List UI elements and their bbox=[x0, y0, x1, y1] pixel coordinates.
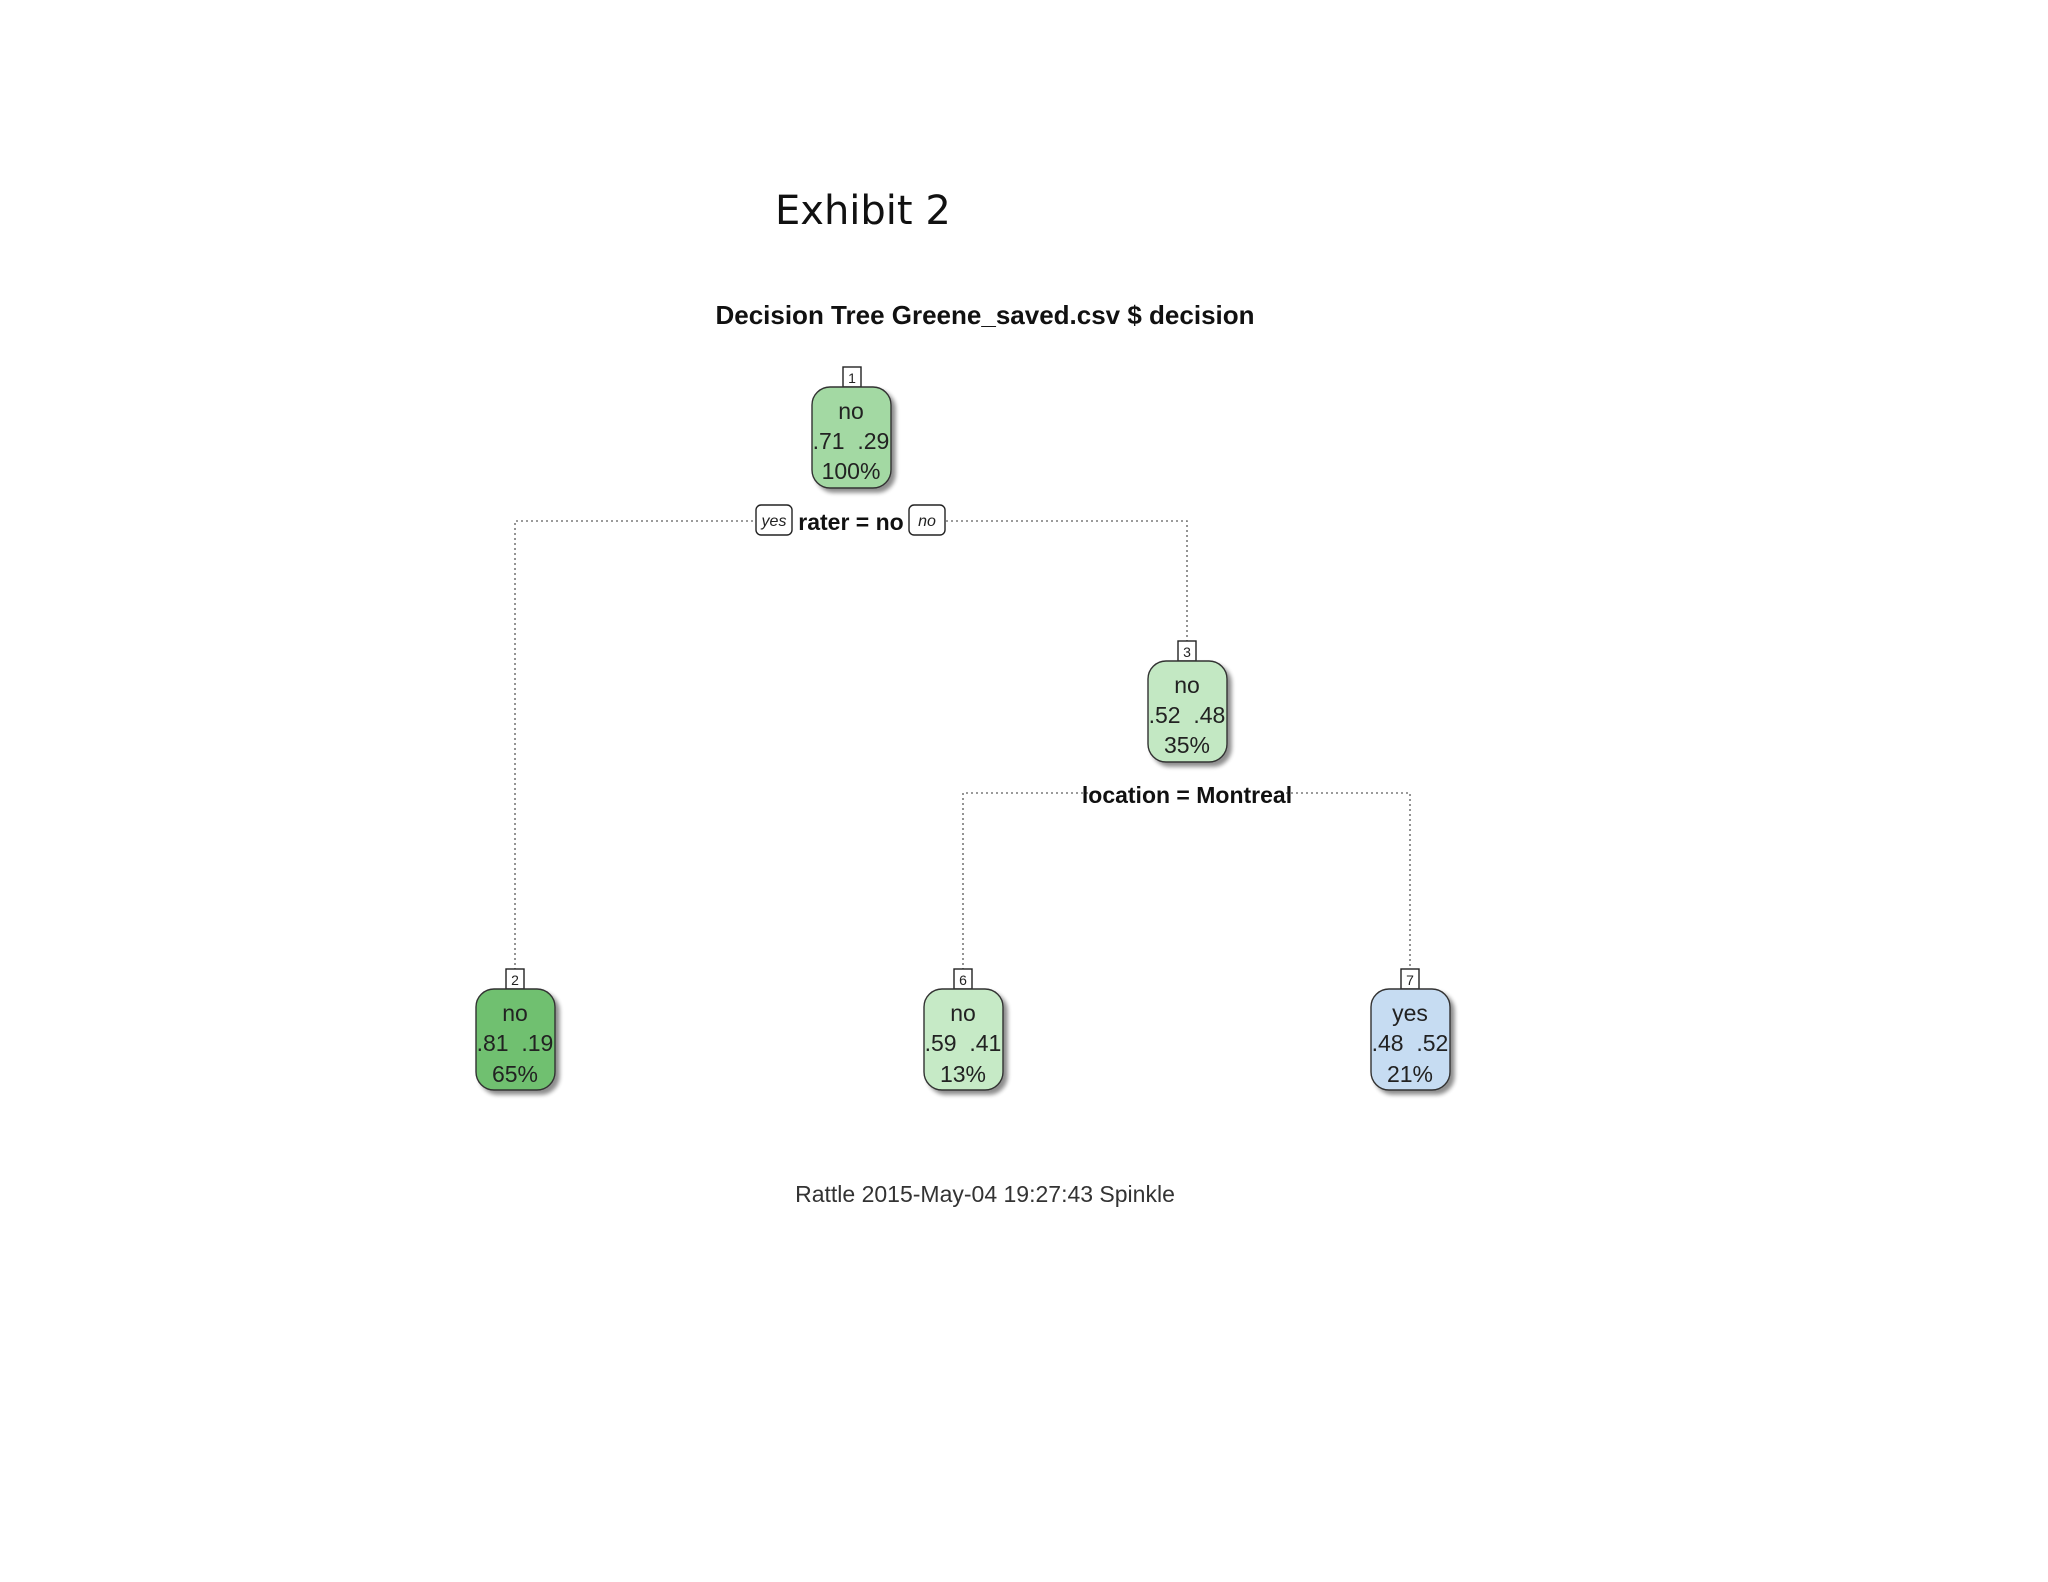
node-3-pct: 35% bbox=[1164, 732, 1210, 758]
tree-node-6: 6 no .59 .41 13% bbox=[923, 968, 1004, 1091]
tree-title: Decision Tree Greene_saved.csv $ decisio… bbox=[715, 300, 1254, 330]
node-1-class: no bbox=[838, 398, 864, 424]
edge-node3-right bbox=[1276, 792, 1411, 969]
node-6-pct: 13% bbox=[940, 1061, 986, 1087]
node-3-probs: .52 .48 bbox=[1149, 702, 1226, 728]
split-label-rater: rater = no bbox=[798, 509, 903, 535]
tree-edges bbox=[514, 520, 1411, 969]
branch-label-yes-text: yes bbox=[761, 513, 787, 530]
node-6-class: no bbox=[950, 1000, 976, 1026]
node-2-pct: 65% bbox=[492, 1061, 538, 1087]
node-6-id: 6 bbox=[959, 972, 967, 988]
split-label-location: location = Montreal bbox=[1082, 782, 1292, 808]
branch-label-yes: yes bbox=[755, 504, 793, 536]
tree-node-3: 3 no .52 .48 35% bbox=[1147, 640, 1228, 763]
node-2-probs: .81 .19 bbox=[477, 1030, 554, 1056]
node-3-class: no bbox=[1174, 672, 1200, 698]
node-7-class: yes bbox=[1392, 1000, 1428, 1026]
tree-footer: Rattle 2015-May-04 19:27:43 Spinkle bbox=[795, 1181, 1175, 1207]
branch-label-no: no bbox=[908, 504, 946, 536]
edge-root-left bbox=[514, 520, 758, 969]
node-6-probs: .59 .41 bbox=[925, 1030, 1002, 1056]
tree-node-2: 2 no .81 .19 65% bbox=[475, 968, 556, 1091]
node-7-probs: .48 .52 bbox=[1372, 1030, 1449, 1056]
branch-label-no-text: no bbox=[918, 513, 936, 530]
node-7-id: 7 bbox=[1406, 972, 1414, 988]
node-1-probs: .71 .29 bbox=[813, 428, 890, 454]
node-2-id: 2 bbox=[511, 972, 519, 988]
node-3-id: 3 bbox=[1183, 644, 1191, 660]
exhibit-title: Exhibit 2 bbox=[775, 188, 951, 234]
node-1-id: 1 bbox=[848, 370, 856, 386]
node-1-pct: 100% bbox=[822, 458, 881, 484]
tree-node-7: 7 yes .48 .52 21% bbox=[1370, 968, 1451, 1091]
node-7-pct: 21% bbox=[1387, 1061, 1433, 1087]
node-2-class: no bbox=[502, 1000, 528, 1026]
edge-node3-left bbox=[962, 792, 1098, 969]
tree-node-1: 1 no .71 .29 100% bbox=[811, 366, 892, 489]
edge-root-right bbox=[946, 520, 1188, 641]
